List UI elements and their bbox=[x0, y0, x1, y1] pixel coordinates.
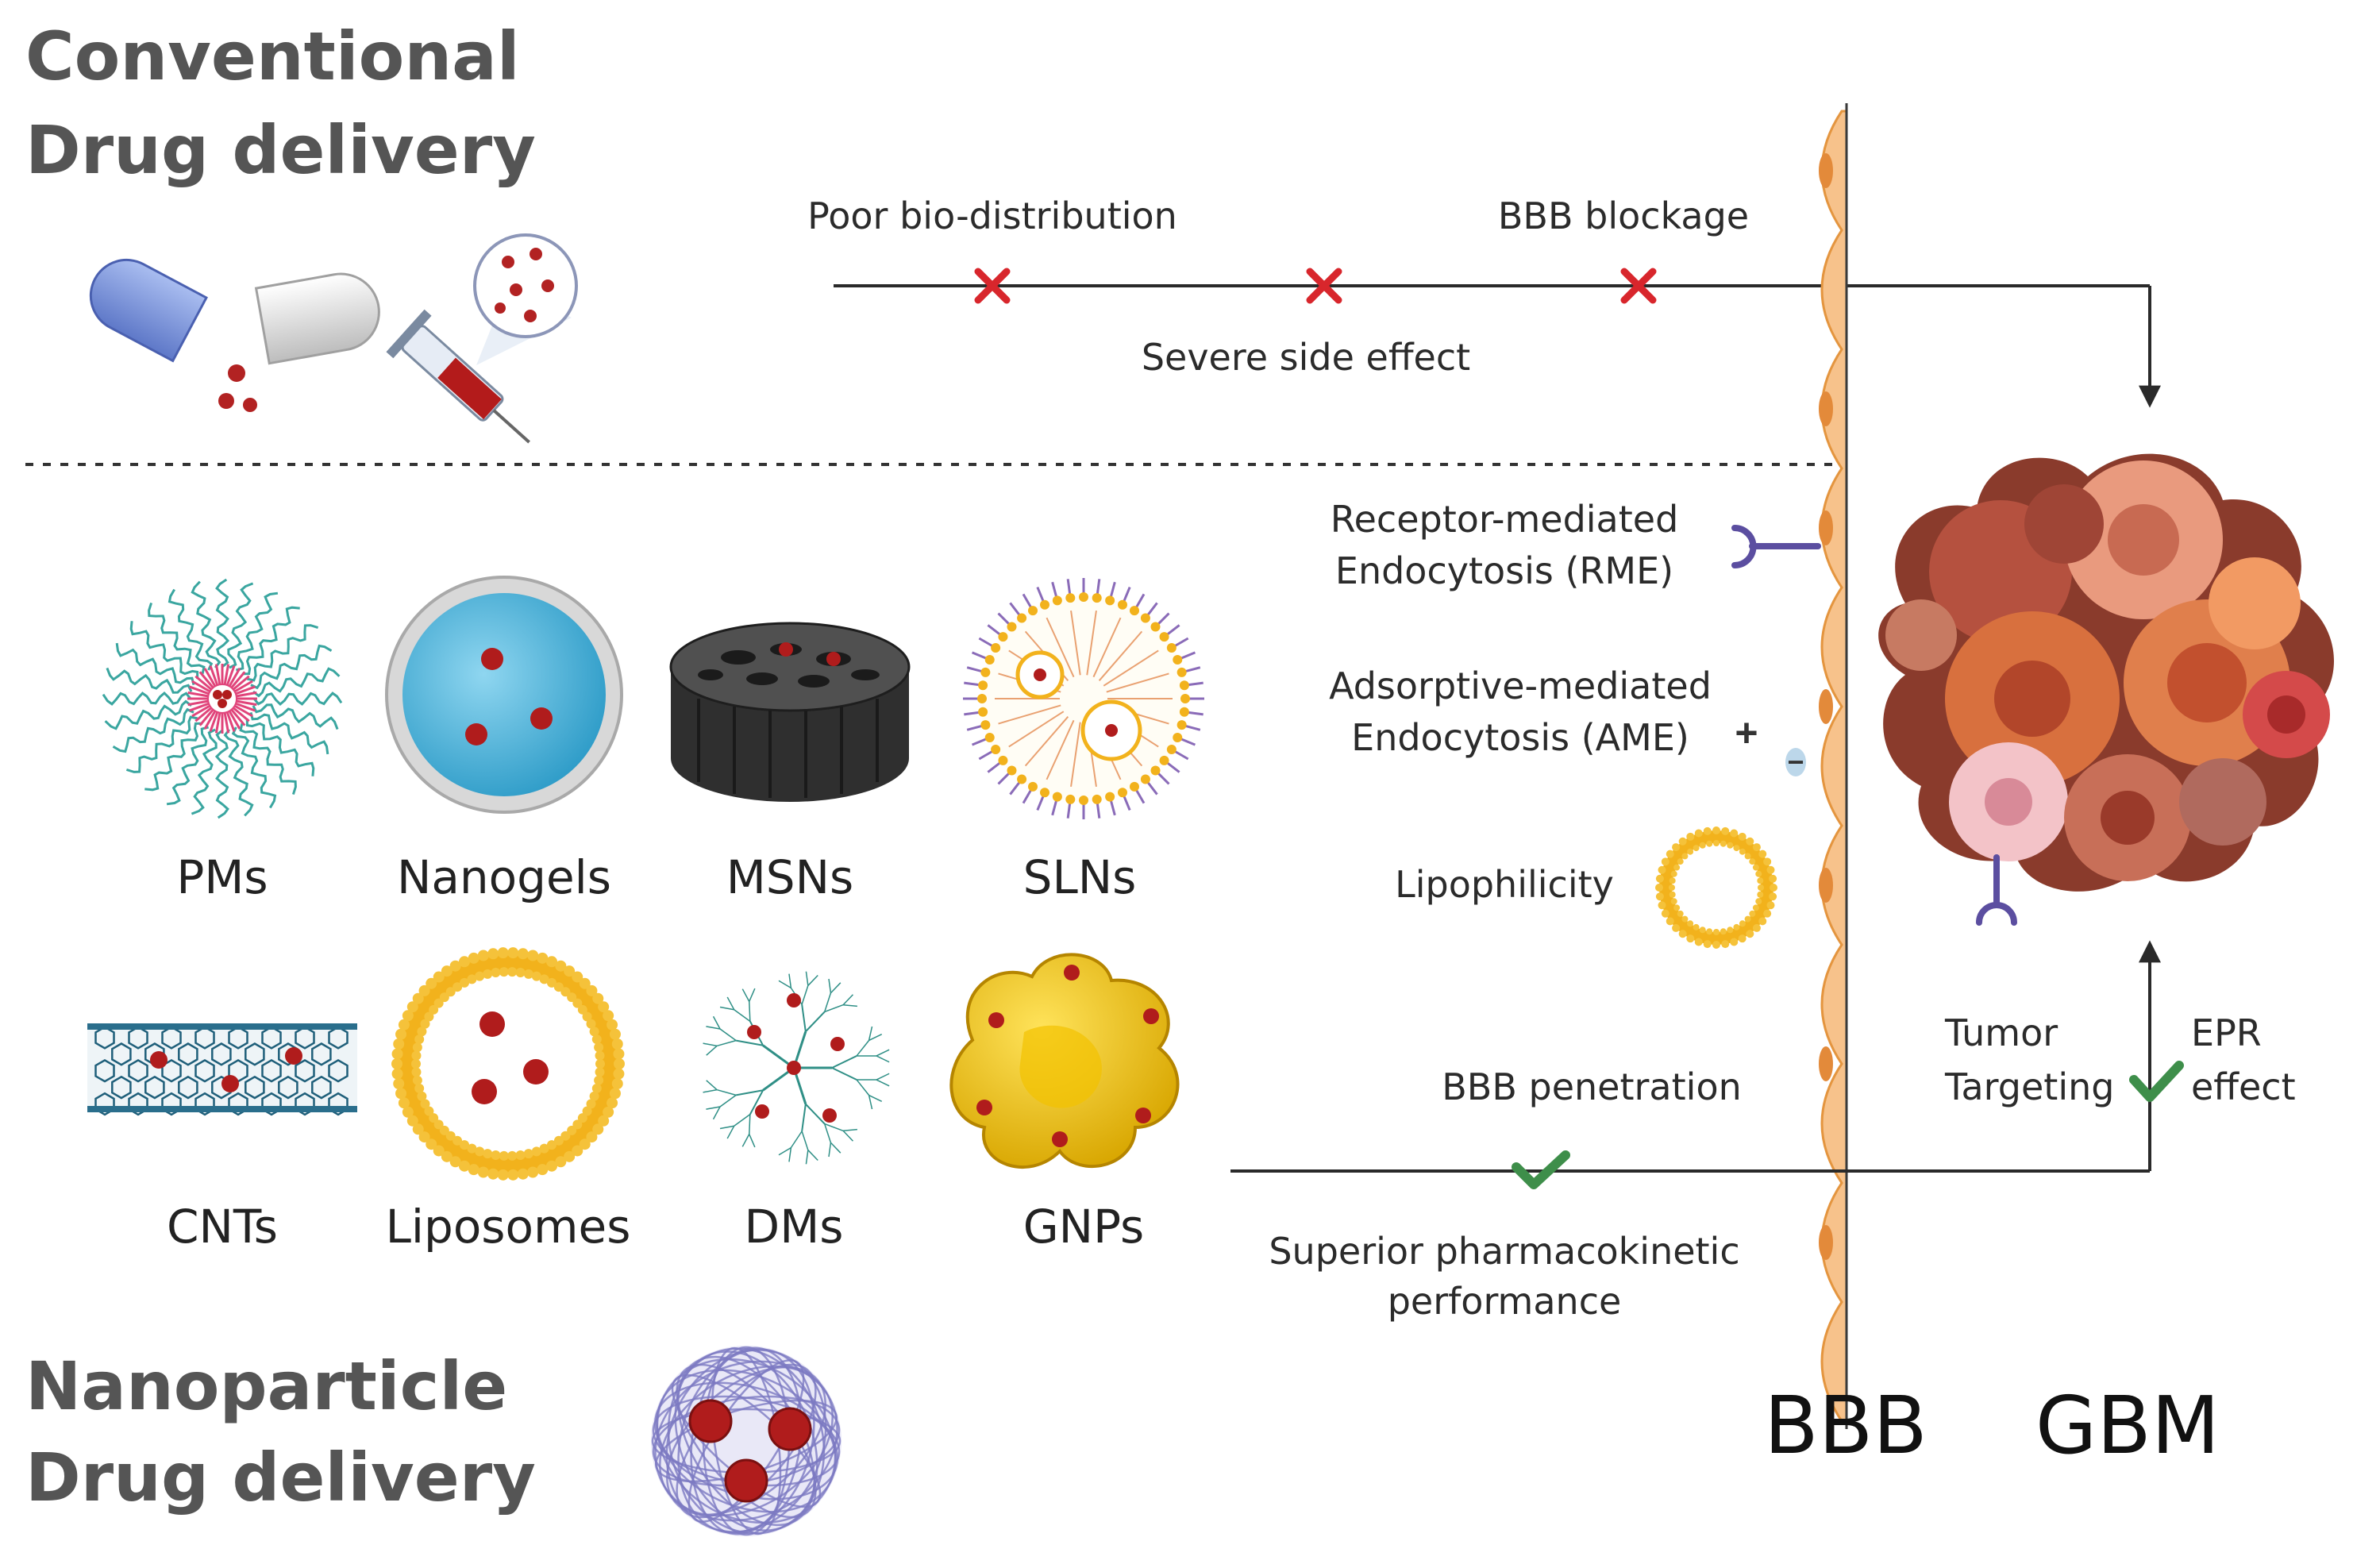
rme-label-line1: Receptor-mediated bbox=[1331, 498, 1679, 541]
lipophilicity-vesicle-icon bbox=[1655, 826, 1777, 949]
minus-charge-icon: − bbox=[1785, 745, 1806, 778]
cross-icon bbox=[1306, 268, 1342, 304]
ame-label-line1: Adsorptive-mediated bbox=[1329, 665, 1712, 707]
tumor-receptor-icon bbox=[1976, 854, 2017, 926]
rme-label-line2: Endocytosis (RME) bbox=[1335, 549, 1673, 592]
dms-icon bbox=[703, 971, 890, 1165]
plus-charge-icon: + bbox=[1735, 711, 1758, 755]
syringe-icon bbox=[386, 233, 578, 444]
bbb-penetration-label: BBB penetration bbox=[1442, 1065, 1742, 1108]
msns-label: MSNs bbox=[726, 850, 853, 904]
severe-side-effect-label: Severe side effect bbox=[1142, 336, 1470, 379]
poor-biodistribution-label: Poor bio-distribution bbox=[807, 195, 1177, 237]
cross-icon bbox=[974, 268, 1011, 304]
nanogels-label: Nanogels bbox=[397, 850, 611, 904]
pms-label: PMs bbox=[176, 850, 268, 904]
lipophilicity-label: Lipophilicity bbox=[1395, 863, 1614, 906]
liposomes-label: Liposomes bbox=[386, 1200, 631, 1254]
cnts-icon bbox=[87, 1023, 357, 1116]
tumor-targeting-label-line1: Tumor bbox=[1944, 1011, 2058, 1054]
nanoparticle-heading-line1: Nanoparticle bbox=[25, 1347, 507, 1425]
cross-icon bbox=[1620, 268, 1657, 304]
tumor-targeting-label-line2: Targeting bbox=[1944, 1065, 2114, 1108]
pms-icon bbox=[102, 578, 343, 819]
gnps-label: GNPs bbox=[1023, 1200, 1145, 1254]
capsule-icon bbox=[89, 258, 380, 412]
bbb-blockage-label: BBB blockage bbox=[1498, 195, 1749, 237]
check-icon bbox=[2129, 1061, 2184, 1102]
superior-label-line2: performance bbox=[1388, 1280, 1622, 1323]
gbm-region-label: GBM bbox=[2035, 1379, 2220, 1472]
slns-icon bbox=[963, 578, 1204, 819]
svg-text:−: − bbox=[1787, 745, 1804, 778]
slns-label: SLNs bbox=[1023, 850, 1137, 904]
check-icon bbox=[1512, 1150, 1570, 1189]
msns-icon bbox=[669, 622, 911, 802]
receptor-icon bbox=[1731, 525, 1821, 568]
cnts-label: CNTs bbox=[167, 1200, 278, 1254]
polymer-nanoparticle-icon bbox=[651, 1346, 841, 1536]
bbb-region-label: BBB bbox=[1764, 1379, 1927, 1472]
ame-label-line2: Endocytosis (AME) bbox=[1351, 716, 1689, 759]
gnps-icon bbox=[949, 953, 1180, 1169]
superior-label-line1: Superior pharmacokinetic bbox=[1269, 1230, 1739, 1273]
liposomes-icon bbox=[391, 947, 625, 1181]
dms-label: DMs bbox=[745, 1200, 844, 1254]
conventional-heading-line1: Conventional bbox=[25, 17, 520, 95]
epr-label-line1: EPR bbox=[2191, 1011, 2262, 1054]
gbm-tumor-icon bbox=[1878, 453, 2334, 892]
epr-label-line2: effect bbox=[2191, 1065, 2296, 1108]
nanogels-icon bbox=[385, 576, 623, 814]
conventional-heading-line2: Drug delivery bbox=[25, 111, 536, 189]
nanoparticle-heading-line2: Drug delivery bbox=[25, 1439, 536, 1516]
bbb-membrane bbox=[1819, 103, 1848, 1429]
